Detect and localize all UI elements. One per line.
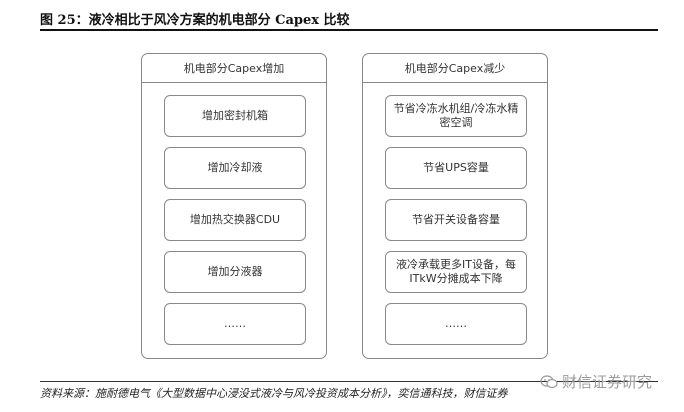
watermark: 财信证券研究: [540, 371, 652, 392]
watermark-text: 财信证券研究: [562, 373, 653, 391]
figure-title: 图 25：液冷相比于风冷方案的机电部分 Capex 比较: [40, 13, 350, 28]
increase-item: 增加冷却液: [164, 147, 306, 189]
capex-increase-panel: 机电部分Capex增加 增加密封机箱 增加冷却液 增加热交换器CDU 增加分液器…: [141, 53, 327, 359]
increase-item: 增加分液器: [164, 251, 306, 293]
increase-item: 增加热交换器CDU: [164, 199, 306, 241]
increase-item: 增加密封机箱: [164, 95, 306, 137]
source-divider: [40, 381, 658, 382]
decrease-item: 节省冷冻水机组/冷冻水精密空调: [385, 95, 527, 137]
panel-title-increase: 机电部分Capex增加: [142, 54, 326, 83]
title-divider: [40, 29, 658, 31]
decrease-item: 液冷承载更多IT设备，每ITkW分摊成本下降: [385, 251, 527, 293]
wechat-icon: [540, 374, 558, 388]
source-note: 资料来源：施耐德电气《大型数据中心浸没式液冷与风冷投资成本分析》，奕信通科技，财…: [40, 387, 508, 400]
increase-item-ellipsis: ……: [164, 303, 306, 345]
panel-title-decrease: 机电部分Capex减少: [363, 54, 547, 83]
decrease-item: 节省开关设备容量: [385, 199, 527, 241]
capex-decrease-panel: 机电部分Capex减少 节省冷冻水机组/冷冻水精密空调 节省UPS容量 节省开关…: [362, 53, 548, 359]
decrease-item: 节省UPS容量: [385, 147, 527, 189]
decrease-item-ellipsis: ……: [385, 303, 527, 345]
